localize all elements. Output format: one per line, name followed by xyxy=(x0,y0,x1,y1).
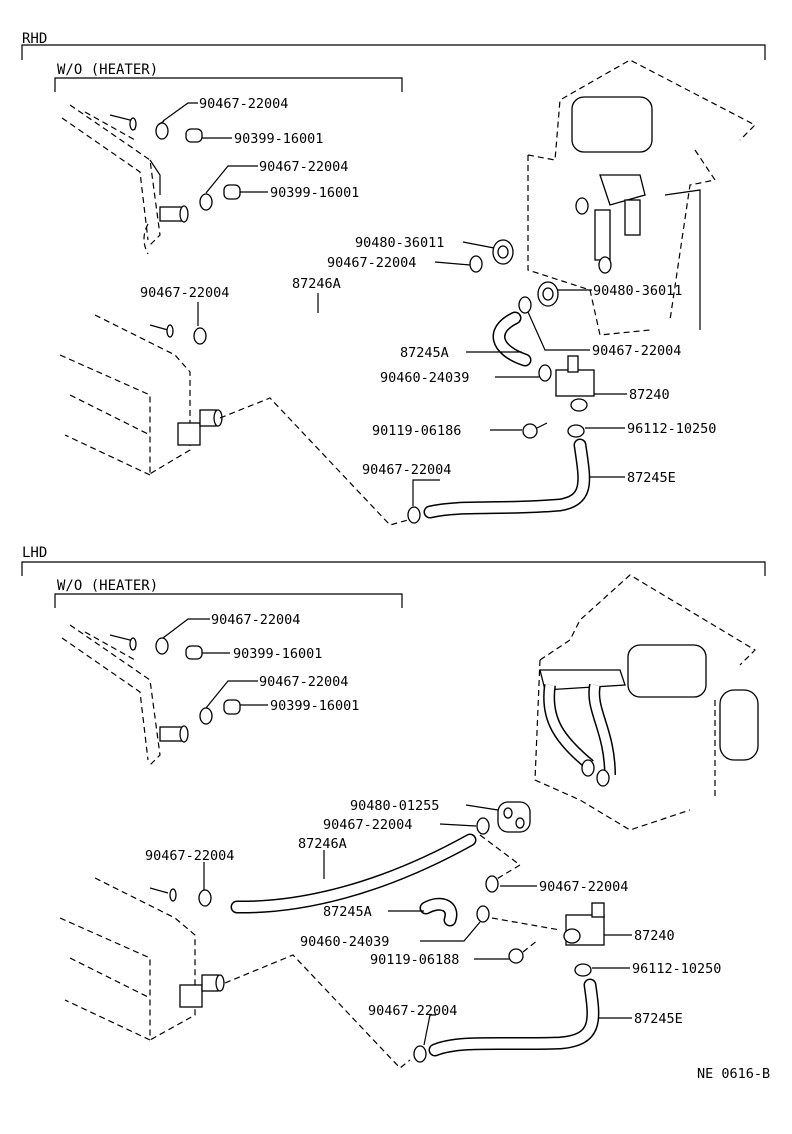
lhd-hose-87245a xyxy=(421,899,456,925)
cap-top-1 xyxy=(185,128,203,143)
engine-block-upper-lhd xyxy=(61,624,189,766)
engine-block-upper xyxy=(61,104,189,255)
rhd-label-clamp-4: 90467-22004 xyxy=(140,285,229,301)
engine-block-lower xyxy=(59,314,223,476)
lhd-route-1 xyxy=(479,834,522,881)
lhd-section: LHD W/O (HEATER) xyxy=(21,545,766,1069)
lhd-label-clamp-2: 90467-22004 xyxy=(259,674,348,690)
lhd-clamp-top-2 xyxy=(199,707,213,725)
rhd-label-clamp-1: 90467-22004 xyxy=(199,96,288,112)
lhd-label-clamp-1: 90467-22004 xyxy=(211,612,300,628)
lhd-grommet-double xyxy=(497,801,531,833)
lhd-label-cap-1: 90399-16001 xyxy=(233,646,322,662)
heater-unit-lhd xyxy=(534,574,759,831)
rhd-label-hose-87245e: 87245E xyxy=(627,470,676,486)
hose-87245e xyxy=(425,440,589,517)
lhd-clamp-bottom xyxy=(413,1045,427,1063)
lhd-label-valve: 87240 xyxy=(634,928,675,944)
lhd-label-hose-87245e: 87245E xyxy=(634,1011,683,1027)
clamp-lower-left xyxy=(193,327,207,345)
lhd-clamp-96112 xyxy=(574,963,592,977)
rhd-bracket xyxy=(21,44,766,60)
lhd-bracket xyxy=(21,561,766,576)
clamp-hose-top xyxy=(469,255,483,273)
lhd-label-grommet: 90480-01255 xyxy=(350,798,439,814)
rhd-label-clamp-7: 90467-22004 xyxy=(362,462,451,478)
hose-87245a xyxy=(494,313,530,365)
lhd-label-clamp-7: 90467-22004 xyxy=(368,1003,457,1019)
clamp-96112 xyxy=(567,424,585,438)
rhd-label-bolt: 90119-06186 xyxy=(372,423,461,439)
rhd-label-cap-2: 90399-16001 xyxy=(270,185,359,201)
lhd-hose-87245e xyxy=(430,980,598,1055)
rhd-label-clip: 90460-24039 xyxy=(380,370,469,386)
lhd-clamp-mid xyxy=(485,875,499,893)
lhd-clamp-top-1 xyxy=(155,637,169,655)
lhd-label-clip: 90460-24039 xyxy=(300,934,389,950)
lhd-title: LHD xyxy=(22,545,47,561)
lhd-label-clamp-3: 90467-22004 xyxy=(323,817,412,833)
lhd-label-clamp-6: 96112-10250 xyxy=(632,961,721,977)
lhd-clip xyxy=(476,905,490,923)
rhd-label-clamp-5: 90467-22004 xyxy=(592,343,681,359)
lhd-clamp-hose-top xyxy=(476,817,490,835)
clamp-top-2 xyxy=(199,193,213,211)
clamp-mid xyxy=(518,296,532,314)
rhd-label-hose-87245a: 87245A xyxy=(400,345,449,361)
routing-line-lhd xyxy=(224,954,411,1069)
lhd-label-hose-87245a: 87245A xyxy=(323,904,372,920)
clamp-bottom xyxy=(407,506,421,524)
rhd-label-hose-87246a: 87246A xyxy=(292,276,341,292)
engine-block-lower-lhd xyxy=(59,877,225,1041)
rhd-label-clamp-6: 96112-10250 xyxy=(627,421,716,437)
rhd-leaders xyxy=(162,102,627,506)
rhd-label-valve: 87240 xyxy=(629,387,670,403)
cap-top-2 xyxy=(223,184,241,200)
lhd-sub-bracket xyxy=(54,593,403,608)
heater-unit-rhd xyxy=(527,59,757,336)
rhd-label-clamp-3: 90467-22004 xyxy=(327,255,416,271)
lhd-leaders xyxy=(162,618,632,1046)
rhd-sub-bracket xyxy=(54,77,403,92)
water-valve xyxy=(538,355,595,412)
lhd-label-clamp-4: 90467-22004 xyxy=(145,848,234,864)
rhd-subtitle: W/O (HEATER) xyxy=(57,62,158,78)
lhd-label-bolt: 90119-06188 xyxy=(370,952,459,968)
figure-code: NE 0616-B xyxy=(697,1066,770,1082)
lhd-subtitle: W/O (HEATER) xyxy=(57,578,158,594)
clamp-top-1 xyxy=(155,120,169,140)
rhd-label-cap-1: 90399-16001 xyxy=(234,131,323,147)
rhd-labels: 90467-22004 90399-16001 90467-22004 9039… xyxy=(140,96,716,486)
lhd-hose-87246a xyxy=(232,835,475,913)
lhd-water-valve xyxy=(563,902,605,946)
rhd-section: RHD W/O (HEATER) xyxy=(21,31,766,526)
lhd-label-hose-87246a: 87246A xyxy=(298,836,347,852)
lhd-cap-top-2 xyxy=(223,699,241,715)
lhd-labels: 90467-22004 90399-16001 90467-22004 9039… xyxy=(145,612,721,1027)
rhd-label-grommet-2: 90480-36011 xyxy=(593,283,682,299)
routing-line-rhd xyxy=(219,397,409,526)
rhd-label-clamp-2: 90467-22004 xyxy=(259,159,348,175)
lhd-label-clamp-5: 90467-22004 xyxy=(539,879,628,895)
rhd-title: RHD xyxy=(22,31,47,47)
lhd-bolt-90119 xyxy=(508,939,539,964)
hose-87246a xyxy=(227,267,470,350)
lhd-cap-top-1 xyxy=(185,645,203,660)
lhd-label-cap-2: 90399-16001 xyxy=(270,698,359,714)
bolt-90119 xyxy=(522,422,548,439)
rhd-label-grommet-1: 90480-36011 xyxy=(355,235,444,251)
